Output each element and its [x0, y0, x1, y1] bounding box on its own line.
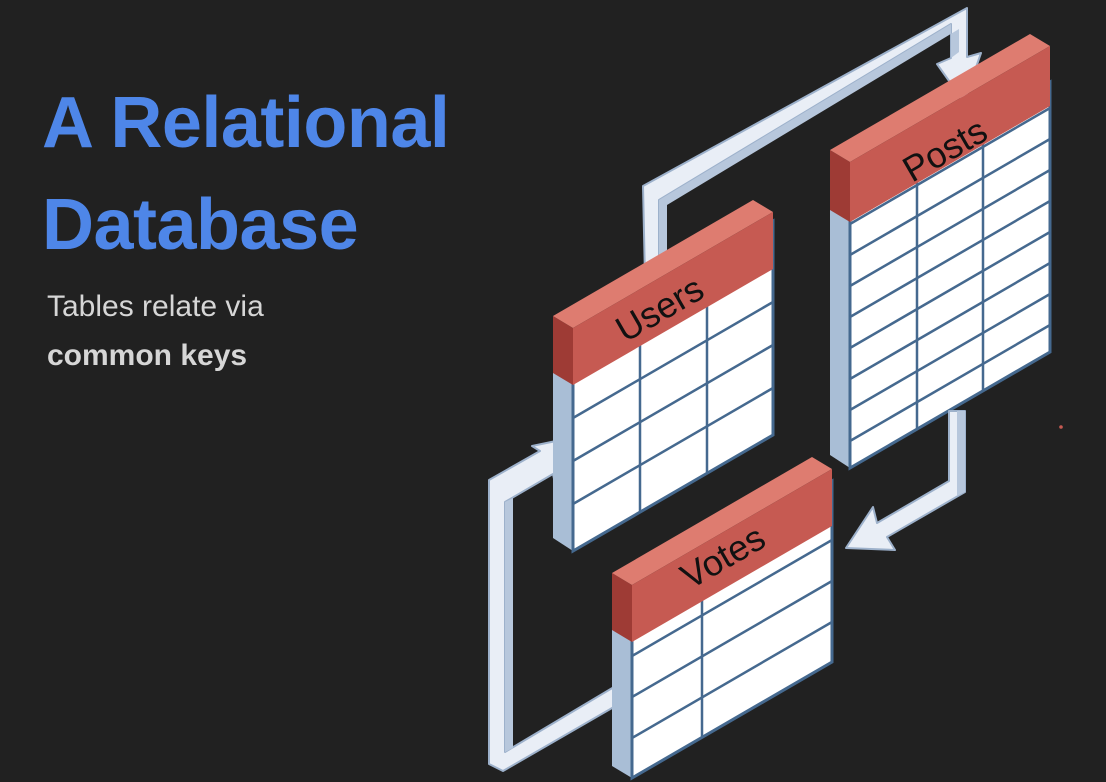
table-posts: Posts — [830, 34, 1052, 471]
table-users: Users — [553, 200, 775, 554]
slide-subtitle: Tables relate via common keys — [47, 282, 264, 380]
arrow-posts-to-votes — [845, 410, 966, 551]
slide-title: A Relational Database — [42, 72, 450, 276]
accent-dot — [1059, 425, 1063, 429]
title-line-1: A Relational — [42, 83, 450, 163]
subtitle-line-1: Tables relate via — [47, 290, 264, 323]
arrow-votes-to-users — [488, 435, 620, 772]
table-votes: Votes — [612, 457, 834, 781]
title-line-2: Database — [42, 185, 359, 265]
subtitle-line-2: common keys — [47, 339, 248, 372]
